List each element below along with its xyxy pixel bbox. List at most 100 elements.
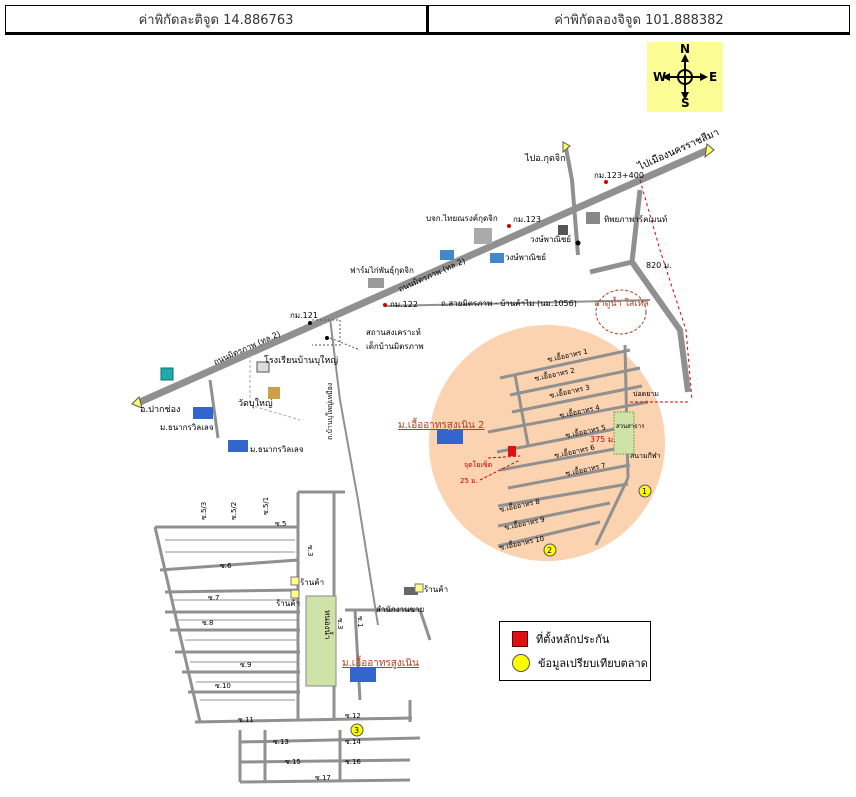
grid-housing-hatch	[165, 539, 298, 701]
shop-a-label: ร้านค้า	[300, 578, 324, 587]
dist-375-label: 375 ม.	[590, 435, 616, 444]
welfare-dot	[325, 336, 329, 340]
soi-grid-3-a: ซ.3	[306, 545, 314, 556]
longitude-label: ค่าพิกัดลองจิจูด 101.888382	[426, 6, 849, 32]
soi-grid-7: ซ.7	[208, 594, 219, 602]
shop-b-icon	[290, 589, 300, 599]
km-123-400-label: กม.123+400	[594, 171, 644, 180]
map-legend: ที่ตั้งหลักประกัน ข้อมูลเปรียบเทียบตลาด	[499, 621, 651, 681]
house-village2-icon	[437, 430, 463, 444]
arrow-pakchong-icon	[131, 396, 143, 409]
farm-label: ฟาร์มไก่พันธุ์กุดจิก	[350, 265, 414, 275]
market-marker-2	[543, 543, 557, 557]
dist-820-label: 820 ม.	[646, 261, 672, 270]
road-name-b: ถนนมิตรภาพ (ทล.2)	[397, 256, 467, 294]
highway-road	[138, 146, 710, 406]
petrol-station-icon	[160, 367, 174, 381]
legend-property-label: ที่ตั้งหลักประกัน	[536, 633, 610, 646]
soi-grid-5-1: ซ.5/1	[262, 497, 270, 515]
grid-streets	[153, 490, 432, 784]
km-122-label: กม.122	[390, 300, 418, 309]
dam-label: ลาดูน้ำ ใสเหล	[594, 296, 649, 309]
compass-icon	[662, 54, 708, 100]
house-thanakorn-a-icon	[193, 407, 213, 419]
dam-outline	[595, 289, 647, 335]
soi-grid-3-b: ซ.3	[336, 618, 344, 629]
legend-market-label: ข้อมูลเปรียบเทียบตลาด	[538, 657, 648, 670]
arrow-korat-icon	[704, 143, 715, 159]
temple-icon	[268, 387, 280, 399]
soi-grid-16: ซ.16	[345, 758, 361, 766]
compass-n: N	[680, 42, 691, 56]
compass-s: S	[681, 96, 690, 110]
welfare-label-a: สถานสงเคราะห์	[366, 327, 421, 337]
village-thanakorn-b-label: ม.ธนากรวิลเลจ	[250, 445, 304, 454]
house-village-icon	[350, 668, 376, 682]
latitude-label: ค่าพิกัดละติจูด 14.886763	[138, 12, 294, 28]
soi-grid-1: ซ.1	[356, 616, 364, 627]
village-main2-label: ม.เอื้ออาทรสูงเนิน 2	[398, 417, 484, 431]
pond-label: หนองน้ำ	[323, 610, 334, 639]
thai-trade-park-label: ทิพยภาพาร์คเมนท์	[604, 214, 667, 224]
soi-grid-12: ซ.12	[345, 712, 361, 720]
school-icon	[256, 361, 270, 373]
company-label: บจก.ไทยณรงค์กุดจิก	[426, 213, 498, 223]
soi-grid-10: ซ.10	[215, 682, 231, 690]
property-legend-icon	[512, 631, 528, 647]
soi-grid-5: ซ.5	[275, 520, 286, 528]
marker-2-label: 2	[547, 546, 552, 555]
soi-grid-14: ซ.14	[345, 738, 361, 746]
wongpanich-a-icon	[440, 250, 454, 260]
km-123-dot	[507, 224, 511, 228]
park-area	[613, 411, 635, 455]
soi-grid-17: ซ.17	[315, 774, 331, 782]
office-label: สำนักงานขาย	[376, 605, 424, 614]
market-legend-icon	[512, 654, 530, 672]
welfare-label-b: เด็กบ้านมิตรภาพ	[366, 341, 424, 351]
road-bu-yai	[329, 317, 379, 626]
road-kutjik	[564, 147, 580, 256]
thai-trade-park-icon	[586, 212, 600, 224]
marker-1-label: 1	[642, 487, 647, 496]
road-bu-yai-label: ถ.บ้านบุใหญ่เหมือง	[325, 383, 334, 440]
wongpanich-a-label: วงษ์พาณิชย์	[530, 234, 571, 244]
shop-b-label: ร้านค้า	[276, 599, 300, 608]
legend-market-row: ข้อมูลเปรียบเทียบตลาด	[512, 654, 648, 672]
km-123-400-dot	[604, 180, 608, 184]
soi-grid-6: ซ.6	[220, 562, 232, 570]
soi-grid-5-2: ซ.5/2	[230, 502, 238, 520]
school-label: โรงเรียนบ้านบุใหญ่	[264, 355, 338, 366]
welfare-boundary	[312, 319, 341, 346]
farm-icon	[368, 278, 384, 288]
road-village-thanakorn	[208, 379, 220, 439]
wongpanich-b-label: วงษ์พาณิชย์	[505, 252, 546, 262]
temple-boundary	[249, 355, 301, 421]
park-label: สวนสาธาร	[616, 423, 645, 430]
km-121-dot	[308, 321, 312, 325]
arrow-kutjik-icon	[562, 141, 571, 154]
start-point-label: จุดโยเซ็ต	[464, 460, 493, 469]
dist-25-label: 25 ม.	[460, 477, 478, 485]
soi-grid-15: ซ.15	[285, 758, 301, 766]
compass-rose: N S E W	[647, 42, 723, 112]
sales-office-icon	[404, 587, 418, 595]
market-marker-1	[638, 484, 652, 498]
coordinate-bar: ค่าพิกัดละติจูด 14.886763 ค่าพิกัดลองจิจ…	[5, 5, 850, 35]
house-thanakorn-b-icon	[228, 440, 248, 452]
to-kutjik-label: ไปอ.กุดจิก	[524, 153, 566, 164]
property-marker	[508, 446, 516, 456]
soi-grid-5-3: ซ.5/3	[200, 502, 208, 520]
pond-area	[305, 595, 337, 687]
to-pakchong-label: อ.ปากช่อง	[140, 405, 180, 415]
road-1056-label: ถ.สายมิตรภาพ - บ้านค้าไม (นม.1056)	[441, 299, 577, 308]
soi-grid-9: ซ.9	[240, 661, 251, 669]
road-to-project	[629, 260, 691, 393]
shop-a-icon	[290, 576, 300, 586]
soi-grid-13: ซ.13	[273, 738, 289, 746]
temple-label: วัดบุใหญ่	[238, 398, 273, 409]
junction-dot	[575, 240, 581, 246]
compass-w: W	[653, 70, 667, 84]
wongpanich-b-icon	[490, 253, 504, 263]
village-thanakorn-a-label: ม.ธนากรวิลเลจ	[160, 423, 214, 432]
market-marker-3	[350, 723, 364, 737]
